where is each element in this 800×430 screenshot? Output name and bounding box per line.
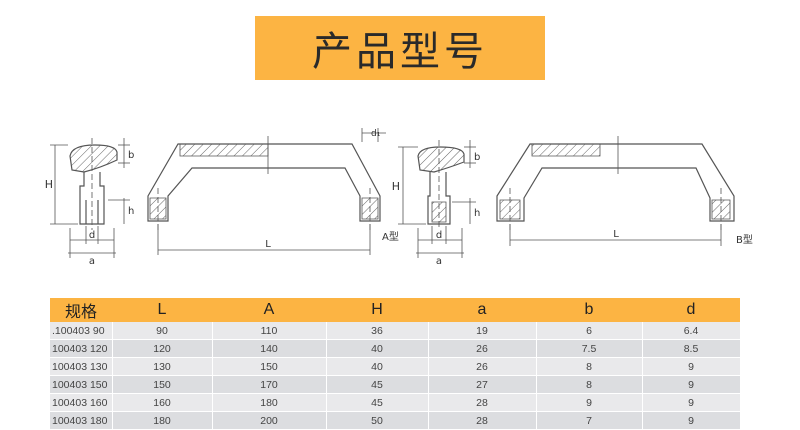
cell-d: 8.5 <box>642 339 741 358</box>
cell-b: 8 <box>536 375 643 394</box>
col-header-b: b <box>536 298 642 322</box>
cell-H: 45 <box>326 393 429 412</box>
cell-b: 9 <box>536 393 643 412</box>
cell-d: 6.4 <box>642 322 741 340</box>
technical-drawing: H b h d a L d₁ A型 H b h d a L B型 <box>45 128 753 267</box>
cell-model: 100403 120 <box>50 339 113 358</box>
col-header-A: A <box>212 298 326 322</box>
dim-label-H: H <box>45 178 53 191</box>
dim-label-H-right: H <box>392 180 400 193</box>
col-header-a: a <box>428 298 536 322</box>
side-profile-right <box>398 140 476 258</box>
cell-b: 6 <box>536 322 643 340</box>
cell-model: .100403 90 <box>50 322 113 340</box>
cell-A: 180 <box>212 393 327 412</box>
table-row: 100403 160 160 180 45 28 9 9 <box>50 393 741 412</box>
spec-table: 规格 L A H a b d .100403 90 90 110 36 19 6… <box>50 298 741 430</box>
cell-b: 7 <box>536 411 643 430</box>
side-profile-left <box>50 138 130 258</box>
table-row: 100403 120 120 140 40 26 7.5 8.5 <box>50 339 741 358</box>
cell-A: 170 <box>212 375 327 394</box>
cell-b: 8 <box>536 357 643 376</box>
page-title: 产品型号 <box>312 29 488 75</box>
title-banner: 产品型号 <box>255 16 545 80</box>
dim-label-a-right: a <box>436 256 442 267</box>
cell-H: 50 <box>326 411 429 430</box>
cell-H: 36 <box>326 322 429 340</box>
cell-model: 100403 180 <box>50 411 113 430</box>
dim-label-d: d <box>89 230 95 241</box>
cell-model: 100403 150 <box>50 375 113 394</box>
cell-A: 140 <box>212 339 327 358</box>
cell-H: 45 <box>326 375 429 394</box>
cell-A: 150 <box>212 357 327 376</box>
cell-H: 40 <box>326 357 429 376</box>
col-header-spec: 规格 <box>50 298 112 322</box>
dim-label-h: h <box>128 206 134 217</box>
cell-A: 200 <box>212 411 327 430</box>
table-row: .100403 90 90 110 36 19 6 6.4 <box>50 322 741 340</box>
col-header-H: H <box>326 298 428 322</box>
cell-a: 19 <box>428 322 537 340</box>
type-b-label: B型 <box>736 233 753 246</box>
dim-label-d-right: d <box>436 230 442 241</box>
cell-L: 130 <box>112 357 213 376</box>
type-a-label: A型 <box>382 230 399 243</box>
dim-label-h-right: h <box>474 208 480 219</box>
table-row: 100403 150 150 170 45 27 8 9 <box>50 375 741 394</box>
dim-label-L: L <box>265 239 271 250</box>
cell-model: 100403 130 <box>50 357 113 376</box>
table-header-row: 规格 L A H a b d <box>50 298 740 322</box>
cell-a: 27 <box>428 375 537 394</box>
cell-a: 28 <box>428 411 537 430</box>
dim-label-a: a <box>89 256 95 267</box>
cell-a: 26 <box>428 339 537 358</box>
dim-label-L-right: L <box>613 229 619 240</box>
col-header-d: d <box>642 298 740 322</box>
cell-d: 9 <box>642 393 741 412</box>
cell-model: 100403 160 <box>50 393 113 412</box>
cell-H: 40 <box>326 339 429 358</box>
cell-L: 160 <box>112 393 213 412</box>
cell-L: 120 <box>112 339 213 358</box>
cell-L: 90 <box>112 322 213 340</box>
dim-label-b-right: b <box>474 152 480 163</box>
cell-L: 150 <box>112 375 213 394</box>
cell-a: 28 <box>428 393 537 412</box>
cell-d: 9 <box>642 357 741 376</box>
front-view-type-b <box>496 136 735 246</box>
table-row: 100403 130 130 150 40 26 8 9 <box>50 357 741 376</box>
cell-A: 110 <box>212 322 327 340</box>
col-header-L: L <box>112 298 212 322</box>
table-row: 100403 180 180 200 50 28 7 9 <box>50 411 741 430</box>
dim-label-d1: d₁ <box>371 129 381 139</box>
cell-d: 9 <box>642 375 741 394</box>
cell-L: 180 <box>112 411 213 430</box>
cell-d: 9 <box>642 411 741 430</box>
front-view-type-a <box>147 128 386 255</box>
dim-label-b: b <box>128 150 134 161</box>
cell-a: 26 <box>428 357 537 376</box>
cell-b: 7.5 <box>536 339 643 358</box>
